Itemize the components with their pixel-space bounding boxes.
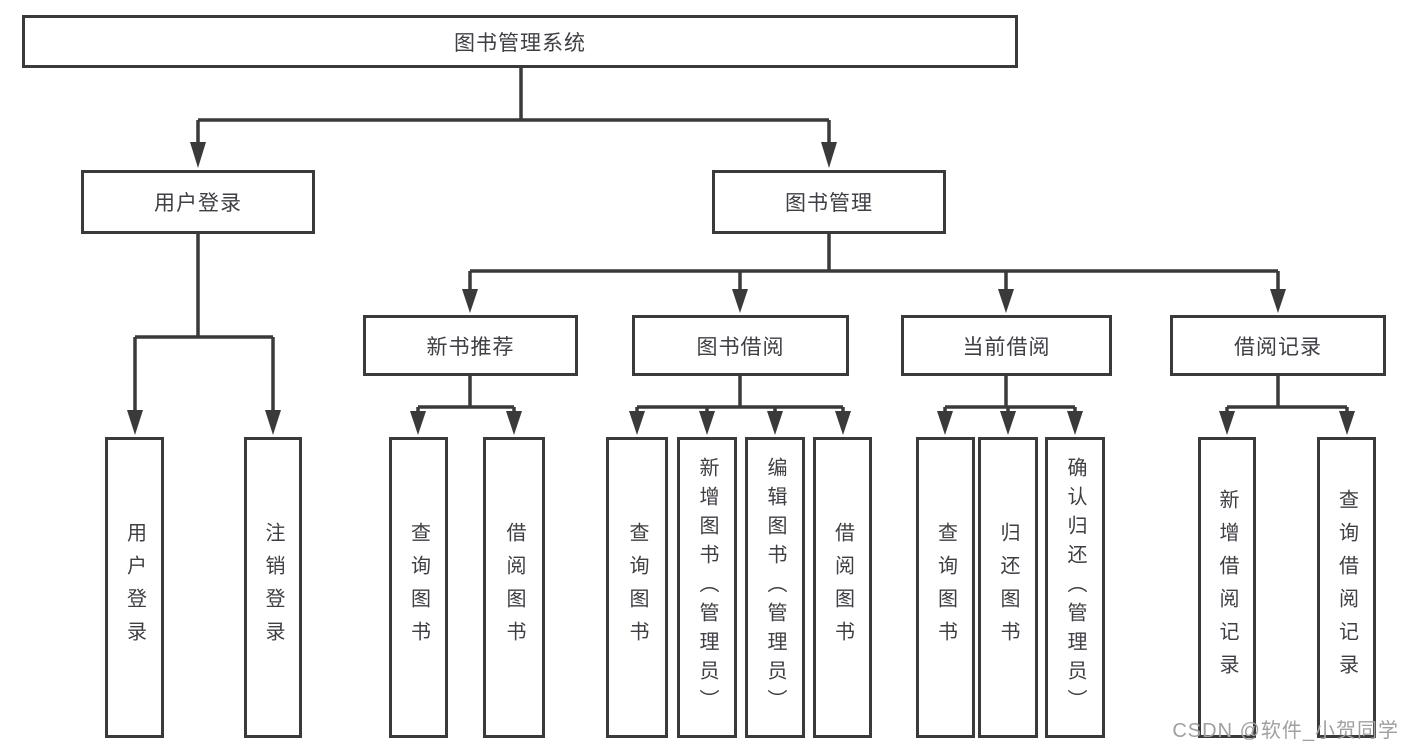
arrow-down-icon [835,411,851,435]
arrow-down-icon [410,411,426,435]
arrow-down-icon [1270,289,1286,313]
arrow-down-icon [699,411,715,435]
csdn-watermark: CSDN @软件_小贺同学 [1172,720,1399,742]
connector-borrow-to-leaves [635,376,845,414]
arrow-down-icon [462,289,478,313]
arrow-down-icon [265,410,281,435]
arrow-down-icon [998,289,1014,313]
leaf-borrow-books-1: 借阅图书 [483,437,545,738]
connector-bookmgmt-to-level3 [468,233,1280,290]
leaf-query-books-3: 查询图书 [916,437,975,738]
arrow-down-icon [732,289,748,313]
arrow-down-icon [821,142,837,168]
leaf-logout: 注销登录 [244,437,302,738]
connector-record-to-leaves [1225,376,1349,414]
connector-userlogin-to-leaves [133,233,275,412]
arrow-down-icon [190,142,206,168]
leaf-add-borrow-record: 新增借阅记录 [1198,437,1256,738]
arrow-down-icon [629,411,645,435]
arrow-down-icon [937,411,953,435]
leaf-borrow-books-2: 借阅图书 [813,437,872,738]
node-new-book-recommend: 新书推荐 [363,315,578,376]
leaf-add-books-admin: 新增图书（管理员） [677,437,737,738]
leaf-return-books: 归还图书 [978,437,1038,738]
arrow-down-icon [127,410,143,435]
leaf-query-books-2: 查询图书 [606,437,668,738]
leaf-query-books-1: 查询图书 [389,437,448,738]
connector-newbook-to-leaves [416,376,516,414]
arrow-down-icon [1000,411,1016,435]
node-borrow-record: 借阅记录 [1170,315,1386,376]
connector-root-to-level2 [196,68,831,146]
node-book-management: 图书管理 [712,170,946,234]
arrow-down-icon [1219,411,1235,435]
leaf-query-borrow-record: 查询借阅记录 [1317,437,1376,738]
leaf-edit-books-admin: 编辑图书（管理员） [745,437,805,738]
node-root-system: 图书管理系统 [22,15,1018,68]
arrow-down-icon [1339,411,1355,435]
arrow-down-icon [767,411,783,435]
node-current-borrow: 当前借阅 [901,315,1112,376]
node-book-borrow: 图书借阅 [632,315,849,376]
leaf-user-login: 用户登录 [105,437,164,738]
arrow-down-icon [506,411,522,435]
node-user-login: 用户登录 [81,170,315,234]
arrow-down-icon [1067,411,1083,435]
leaf-confirm-return-admin: 确认归还（管理员） [1045,437,1105,738]
connector-current-to-leaves [943,376,1077,414]
